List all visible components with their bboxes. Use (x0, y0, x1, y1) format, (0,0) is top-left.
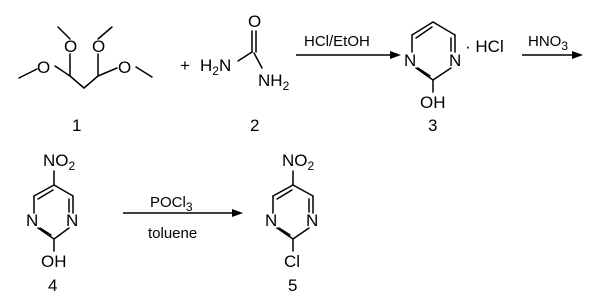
compound-2-number: 2 (250, 116, 259, 135)
reaction-2-reagent-subscript: 3 (561, 39, 568, 53)
compound-4-ring-bonds (33, 170, 74, 252)
compound-2-nh: NH (258, 71, 283, 90)
compound-3-ring-bonds (411, 21, 456, 93)
compound-1-oxygen: O (64, 37, 77, 56)
compound-1-oxygen: O (118, 58, 131, 77)
compound-5-number: 5 (288, 276, 297, 295)
compound-5-nitrogen-right: N (306, 211, 318, 230)
compound-2: H2N O NH2 2 (200, 12, 290, 135)
compound-1-bonds (18, 26, 153, 89)
compound-3: N N OH · HCl 3 (404, 21, 504, 135)
compound-5-chlorine: Cl (284, 252, 300, 271)
compound-5-ring-bonds (272, 170, 314, 252)
compound-1: O O O O 1 (18, 26, 153, 135)
compound-4-nitro: NO2 (43, 151, 76, 173)
compound-3-hcl-salt: · HCl (465, 37, 504, 56)
reaction-3-reagent: POCl3 (150, 194, 193, 214)
compound-2-h-subscript: 2 (212, 64, 219, 78)
compound-2-nh2: NH2 (258, 71, 290, 93)
reaction-3-reagent-text: POCl (150, 194, 186, 211)
compound-5-nitro: NO2 (282, 151, 315, 173)
compound-4-no: NO (43, 151, 69, 170)
reaction-2-conditions: HNO3 (528, 33, 568, 53)
compound-4: NO2 N N OH 4 (26, 151, 78, 295)
compound-2-n: N (219, 56, 231, 75)
reaction-arrow-2: HNO3 (522, 33, 583, 59)
compound-2-h: H (200, 56, 212, 75)
compound-4-number: 4 (48, 276, 57, 295)
compound-5-nitrogen-left: N (265, 211, 277, 230)
compound-2-oxygen: O (248, 12, 261, 31)
plus-sign: + (180, 56, 190, 75)
reaction-3-solvent: toluene (148, 225, 197, 242)
compound-1-number: 1 (72, 116, 81, 135)
compound-2-h2n: H2N (200, 56, 231, 78)
reaction-2-reagent: HNO (528, 33, 561, 50)
compound-1-oxygen: O (37, 58, 50, 77)
compound-4-nitrogen-right: N (66, 211, 78, 230)
compound-1-oxygen: O (92, 37, 105, 56)
reaction-3-reagent-subscript: 3 (186, 200, 193, 214)
reaction-arrow-3: POCl3 toluene (123, 194, 243, 242)
compound-5-no: NO (282, 151, 308, 170)
compound-4-hydroxyl: OH (41, 252, 67, 271)
reaction-arrow-1: HCl/EtOH (296, 33, 401, 59)
compound-2-nh-subscript: 2 (283, 79, 290, 93)
compound-3-nitrogen-left: N (404, 51, 416, 70)
compound-5-no-subscript: 2 (308, 159, 315, 173)
compound-3-hydroxyl: OH (420, 93, 446, 112)
compound-5: NO2 N N Cl 5 (265, 151, 318, 295)
compound-4-nitrogen-left: N (26, 211, 38, 230)
compound-3-nitrogen-right: N (449, 51, 461, 70)
reaction-1-conditions: HCl/EtOH (304, 33, 370, 50)
compound-4-no-subscript: 2 (69, 159, 76, 173)
compound-3-number: 3 (428, 116, 437, 135)
